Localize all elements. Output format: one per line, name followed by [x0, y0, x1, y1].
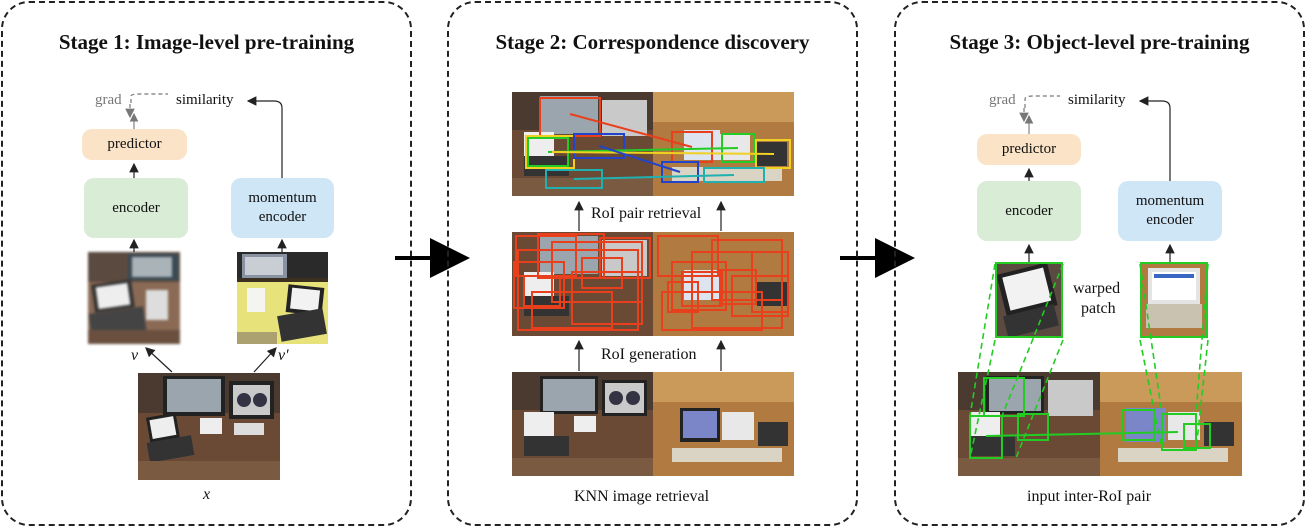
stage3-patch-label: patch	[1081, 300, 1116, 317]
stage2-knn-label: KNN image retrieval	[574, 488, 710, 505]
stage1-grad-label: grad	[95, 92, 122, 108]
stage1-encoder-box: encoder	[84, 178, 188, 238]
stage3-predictor-label: predictor	[1001, 141, 1057, 157]
stage3-warped-label: warped	[1073, 280, 1121, 297]
stage1-momentum-encoder-label: encoder	[258, 209, 307, 225]
stage1-momentum-label: momentum	[248, 190, 317, 206]
stage1-view-v-prime-image	[237, 252, 328, 344]
stage1-input-image	[138, 373, 280, 480]
stage3-title: Stage 3: Object-level pre-training	[949, 30, 1250, 54]
stage3-momentum-encoder-label: encoder	[1146, 212, 1194, 228]
stage1-predictor-box: predictor	[82, 129, 187, 160]
stage1-momentum-encoder-box: momentum encoder	[231, 178, 334, 238]
stage3-similarity-label: similarity	[1068, 92, 1126, 108]
stage1-panel	[1, 1, 412, 526]
stage1-title: Stage 1: Image-level pre-training	[58, 30, 355, 54]
stage2-roi-pair-image	[512, 92, 794, 196]
stage3-momentum-label: momentum	[1135, 193, 1205, 209]
stage3-encoder-label: encoder	[1005, 202, 1053, 219]
stage2-panel	[447, 1, 858, 526]
stage3-grad-label: grad	[989, 92, 1016, 108]
stage2-roi-pair-retrieval-label: RoI pair retrieval	[587, 205, 706, 223]
stage1-predictor-label: predictor	[107, 136, 162, 152]
stage2-knn-image-pair	[512, 372, 794, 476]
stage2-roi-generation-label: RoI generation	[597, 346, 701, 364]
stage1-view-v-label: v	[131, 347, 139, 364]
stage1-input-x-label: x	[203, 486, 211, 503]
stage1-similarity-label: similarity	[176, 92, 234, 108]
stage3-input-pair-image	[958, 372, 1242, 476]
stage3-panel	[894, 1, 1305, 526]
stage3-momentum-encoder-box: momentum encoder	[1118, 181, 1222, 241]
stage1-view-v-image	[88, 252, 180, 344]
stage3-warped-patch-right	[1140, 262, 1208, 338]
stage3-input-pair-label: input inter-RoI pair	[1027, 488, 1152, 505]
stage2-title: Stage 2: Correspondence discovery	[495, 30, 810, 54]
stage3-encoder-box: encoder	[977, 181, 1081, 241]
stage3-warped-patch-left	[995, 262, 1063, 338]
stage1-encoder-label: encoder	[112, 199, 160, 216]
stage2-roi-generation-image	[512, 232, 794, 336]
stage1-view-v-prime-label: v′	[278, 347, 289, 364]
stage3-predictor-box: predictor	[977, 134, 1081, 165]
